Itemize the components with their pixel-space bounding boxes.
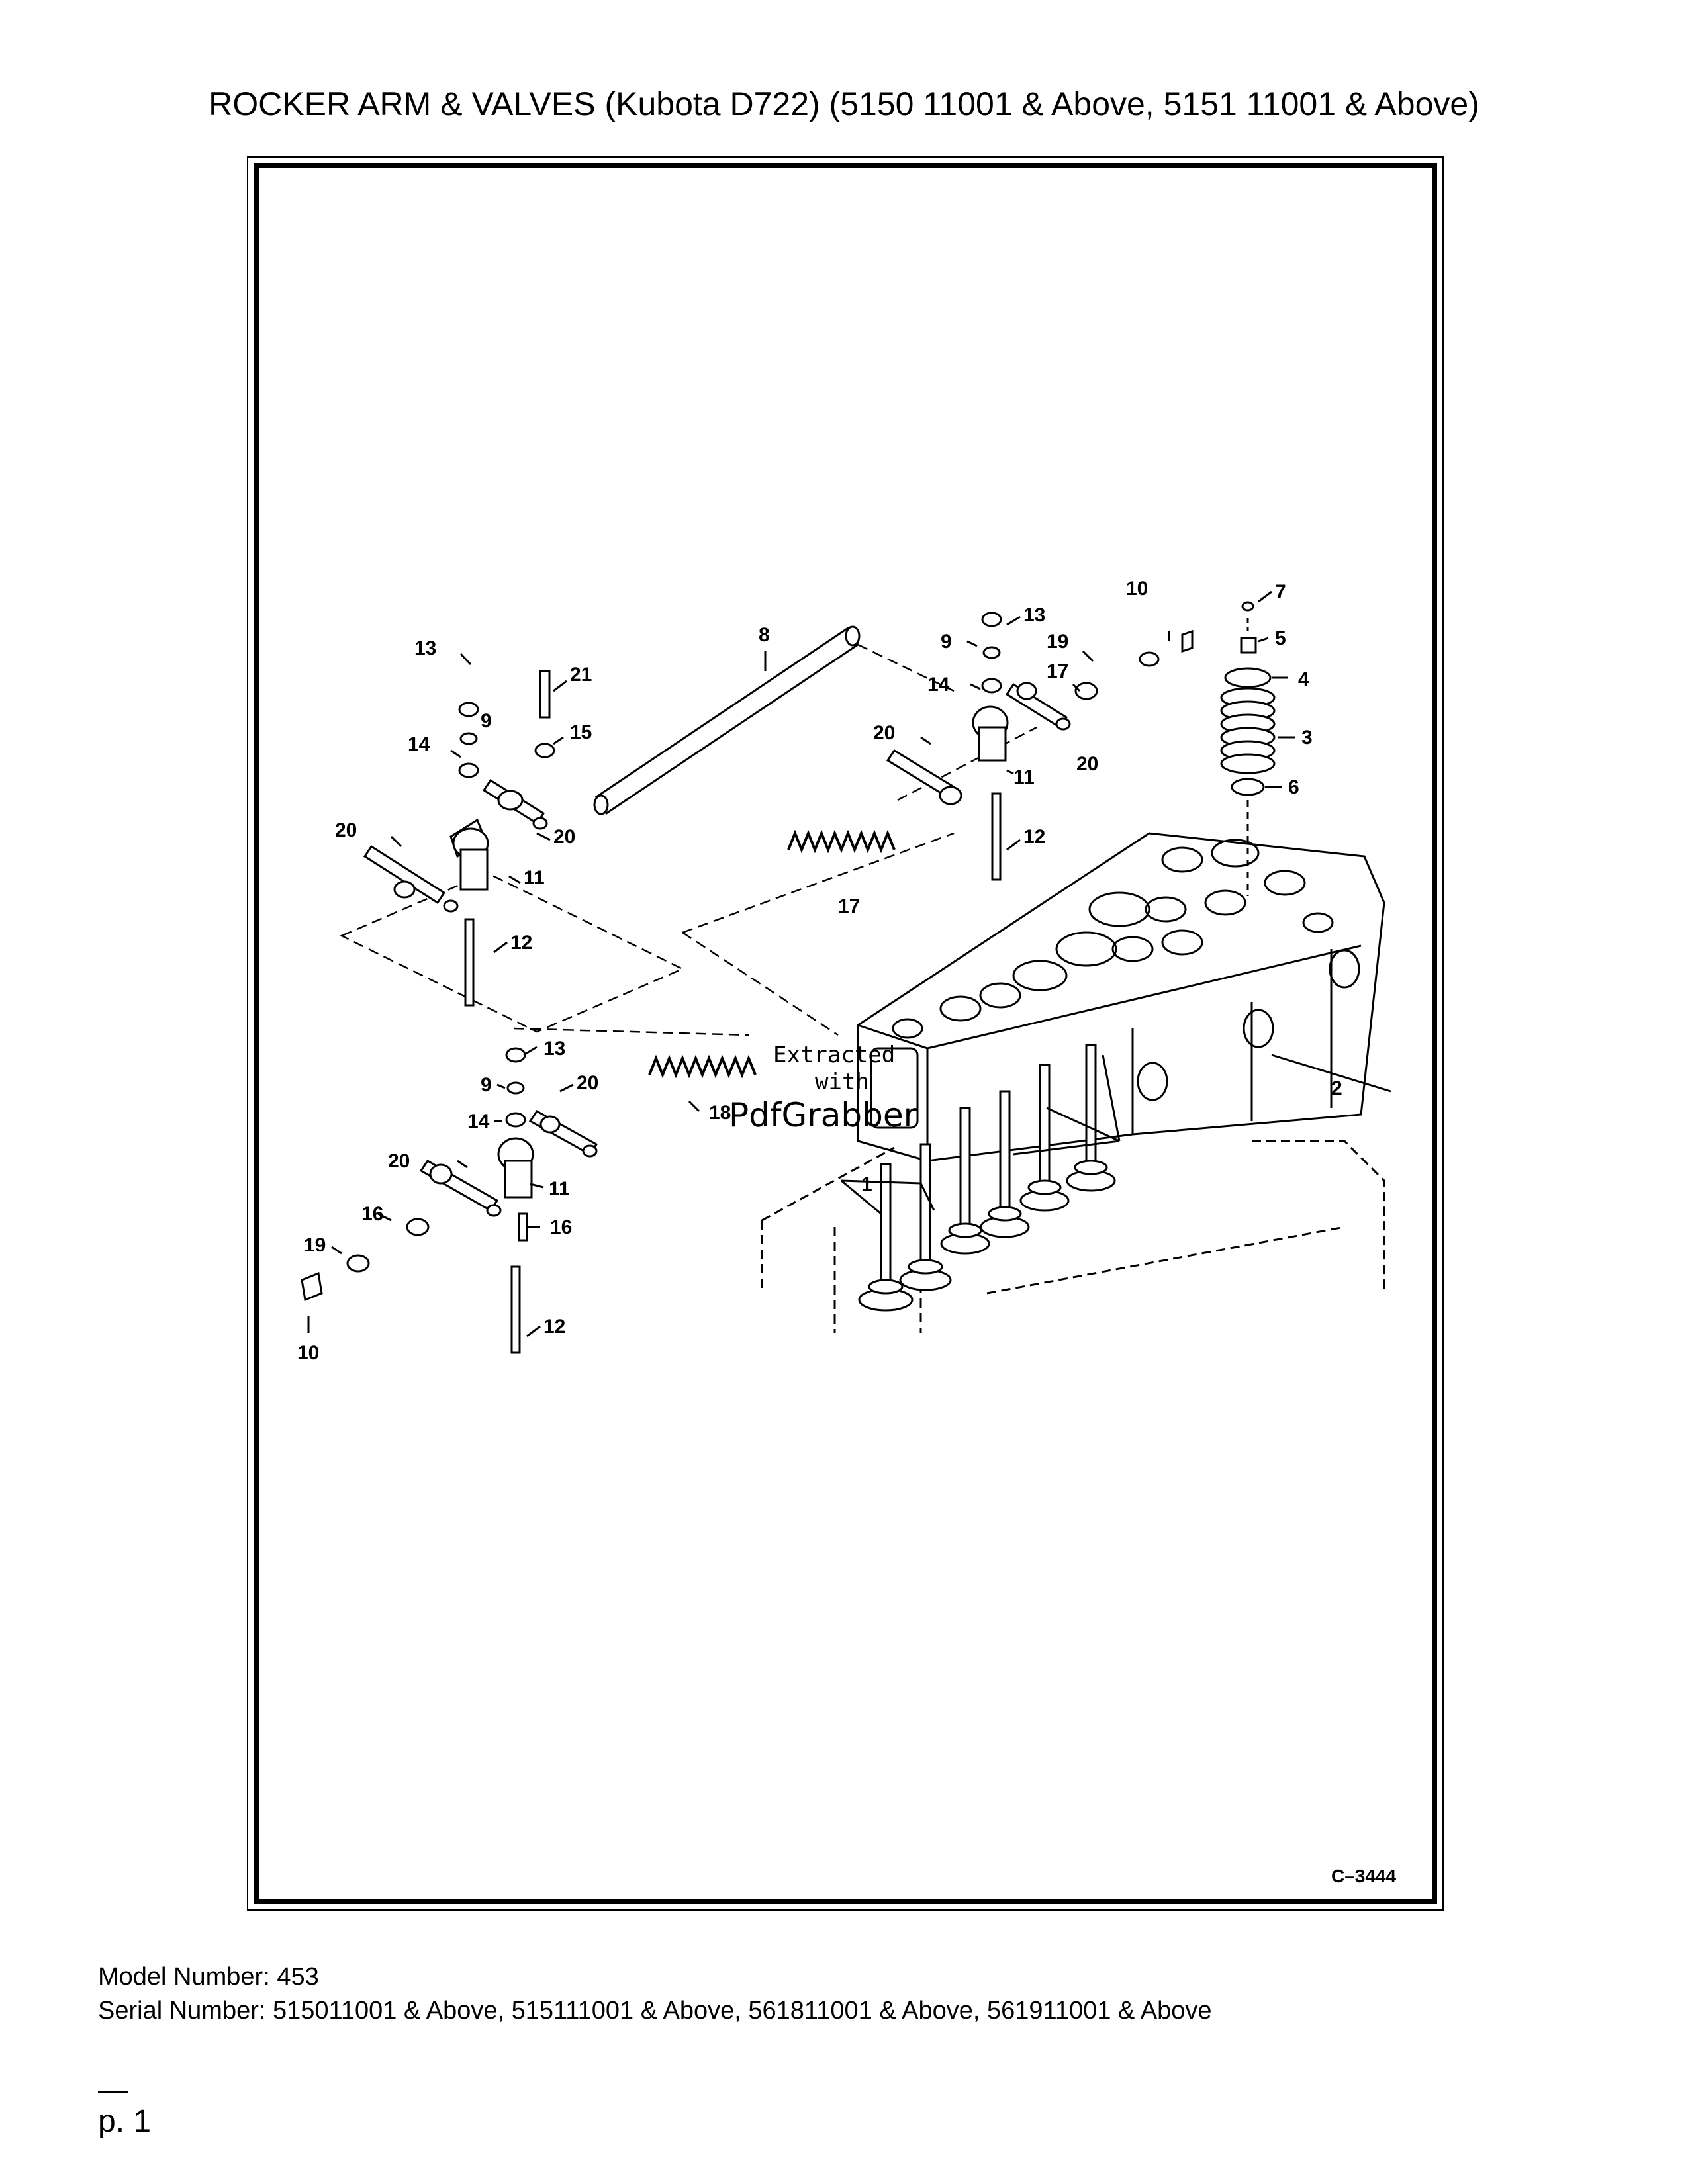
callout-12: 12 — [543, 1316, 565, 1338]
callout-13: 13 — [1023, 604, 1045, 626]
callout-14: 14 — [927, 674, 950, 696]
figure-code: C–3444 — [1331, 1866, 1397, 1886]
valve-1a — [858, 1163, 914, 1312]
engine-block — [761, 1140, 1385, 1333]
callout-11: 11 — [549, 1178, 570, 1200]
callout-18: 18 — [709, 1102, 731, 1124]
callout-21: 21 — [570, 664, 592, 686]
rocker-shaft — [593, 625, 861, 815]
callout-17: 17 — [1047, 660, 1068, 682]
rocker-assembly-upper-left — [363, 670, 555, 1007]
callout-4: 4 — [1298, 668, 1309, 690]
callout-2: 2 — [1331, 1077, 1342, 1099]
callout-14: 14 — [408, 733, 430, 755]
callout-20: 20 — [577, 1072, 598, 1094]
callout-16: 16 — [550, 1216, 572, 1238]
callout-9: 9 — [481, 710, 492, 732]
watermark: Extracted with PdfGrabber — [729, 1042, 917, 1134]
callout-10: 10 — [297, 1342, 319, 1364]
valve-2a — [940, 1107, 990, 1255]
callout-20: 20 — [553, 826, 575, 848]
callout-7: 7 — [1275, 581, 1286, 603]
callout-13: 13 — [414, 637, 436, 659]
callout-14: 14 — [467, 1111, 490, 1132]
springs — [648, 829, 896, 1079]
valve-spring-stack — [1220, 601, 1276, 896]
callout-1: 1 — [861, 1173, 872, 1195]
valve-2d — [1066, 1044, 1116, 1192]
callout-9: 9 — [481, 1074, 492, 1096]
watermark-line-3: PdfGrabber — [729, 1096, 917, 1134]
callout-20: 20 — [388, 1150, 410, 1172]
callout-13: 13 — [543, 1038, 565, 1060]
serial-number: Serial Number: 515011001 & Above, 515111… — [98, 1997, 1212, 2025]
callout-17: 16 — [361, 1203, 383, 1225]
callout-11: 11 — [1013, 766, 1035, 788]
valve-2c — [1019, 1064, 1070, 1212]
callout-3: 3 — [1301, 727, 1313, 749]
page-title: ROCKER ARM & VALVES (Kubota D722) (5150 … — [209, 85, 1479, 122]
page-rule — [98, 2091, 128, 2093]
callout-labels: 13 9 14 21 15 20 11 20 12 8 13 9 10 19 1… — [297, 578, 1342, 1364]
rocker-assembly-lower-left — [301, 1047, 598, 1354]
model-number: Model Number: 453 — [98, 1963, 319, 1991]
callout-5: 5 — [1275, 627, 1286, 649]
callout-19: 19 — [1047, 631, 1068, 653]
diagram-frame-outer — [247, 156, 1444, 1911]
callout-6: 6 — [1288, 776, 1299, 798]
rocker-assembly-upper-right — [886, 612, 1194, 881]
callout-18: 17 — [838, 895, 860, 917]
callout-11: 11 — [524, 867, 545, 889]
page-number: p. 1 — [98, 2104, 152, 2139]
callout-20: 20 — [873, 722, 895, 744]
valve-1b — [899, 1143, 952, 1291]
callout-10: 10 — [1126, 578, 1148, 600]
exploded-parts-diagram: 13 9 14 21 15 20 11 20 12 8 13 9 10 19 1… — [259, 168, 1432, 1899]
callout-9: 9 — [941, 631, 952, 653]
diagram-svg: 13 9 14 21 15 20 11 20 12 8 13 9 10 19 1… — [297, 578, 1397, 1886]
watermark-line-2: with — [815, 1069, 869, 1095]
callout-20: 20 — [1076, 753, 1098, 775]
leader-lines — [307, 590, 1391, 1338]
valves — [858, 1044, 1116, 1312]
valve-2b — [980, 1090, 1030, 1238]
cylinder-head — [857, 832, 1385, 1162]
callout-8: 8 — [759, 624, 770, 646]
diagram-frame — [254, 163, 1437, 1904]
callout-12: 12 — [510, 932, 532, 954]
callout-15: 15 — [570, 721, 592, 743]
callout-19: 19 — [304, 1234, 326, 1256]
watermark-line-1: Extracted — [773, 1042, 895, 1068]
callout-20: 20 — [335, 819, 357, 841]
callout-12: 12 — [1023, 826, 1045, 848]
